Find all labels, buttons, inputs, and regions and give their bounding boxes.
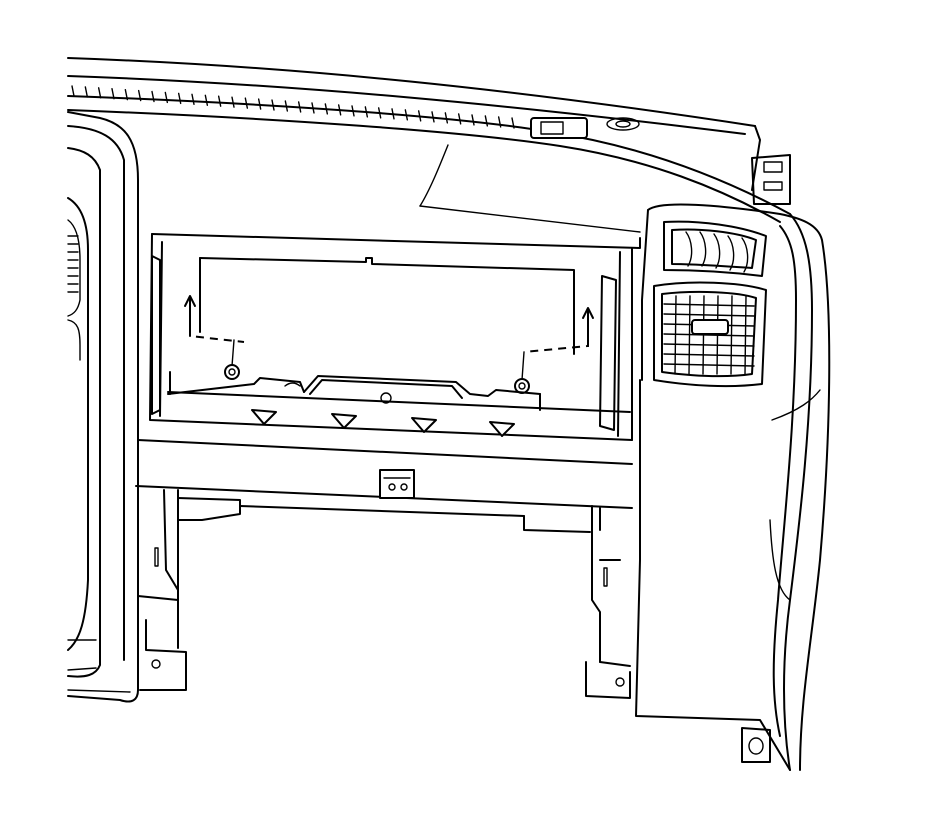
right-support-leg	[585, 505, 631, 699]
right-upper-bracket	[751, 154, 791, 205]
upper-vent-louver	[663, 220, 767, 277]
vent-horizontal-slat	[663, 303, 755, 307]
defroster-rib	[111, 88, 115, 100]
defroster-rib	[97, 87, 102, 99]
dash-sensor-clip	[530, 117, 640, 139]
defroster-rib	[284, 100, 289, 112]
left-cluster-grill	[67, 235, 79, 293]
defroster-rib	[431, 111, 435, 123]
defroster-rib	[484, 115, 489, 127]
vent-horizontal-slat	[663, 353, 755, 357]
defroster-rib	[244, 97, 249, 109]
defroster-rib	[71, 85, 75, 97]
latch-arrows	[184, 295, 594, 347]
defroster-rib	[257, 98, 262, 110]
defroster-rib	[351, 105, 355, 117]
glove-box-stop-outline	[189, 300, 589, 353]
defroster-rib	[471, 114, 475, 126]
defroster-rib	[84, 86, 89, 98]
defroster-rib	[164, 91, 169, 104]
defroster-rib	[337, 104, 342, 116]
right-side-panel	[635, 203, 831, 771]
defroster-rib	[511, 117, 515, 129]
defroster-rib	[497, 116, 502, 128]
lower-vent-grille	[653, 281, 767, 388]
vent-horizontal-slat	[663, 363, 755, 367]
vent-horizontal-slat	[663, 343, 755, 347]
defroster-rib	[217, 95, 222, 107]
glove-box-lip-tabs	[251, 409, 515, 437]
left-cluster-bezel	[67, 111, 139, 703]
vent-vertical-vane	[688, 295, 691, 375]
glove-box-bolt-right	[514, 351, 530, 394]
defroster-rib	[391, 108, 395, 120]
glove-box-bolt-left	[224, 339, 240, 380]
defroster-rib	[124, 88, 129, 101]
defroster-rib	[204, 94, 209, 106]
defroster-vent-ribs	[71, 85, 515, 129]
defroster-rib	[444, 112, 449, 124]
defroster-rib	[311, 102, 315, 114]
glove-box-opening	[149, 233, 641, 441]
defroster-rib	[297, 101, 302, 113]
defroster-rib	[404, 109, 409, 121]
dash-top-pad	[67, 57, 791, 233]
defroster-rib	[271, 99, 275, 111]
defroster-rib	[177, 92, 182, 105]
defroster-rib	[377, 107, 382, 119]
defroster-rib	[417, 110, 422, 122]
vent-vertical-vane	[744, 295, 747, 375]
glove-box-latch-striker	[167, 371, 541, 411]
defroster-rib	[231, 96, 235, 108]
defroster-rib	[137, 89, 142, 102]
vent-vertical-vane	[674, 295, 677, 375]
left-support-leg	[137, 487, 187, 691]
beam-center-bracket	[379, 469, 415, 499]
defroster-rib	[151, 90, 155, 103]
defroster-rib	[364, 106, 369, 118]
defroster-rib	[457, 113, 462, 125]
vent-horizontal-slat	[663, 313, 755, 317]
defroster-rib	[324, 103, 329, 115]
defroster-rib	[191, 93, 195, 106]
vent-vertical-vane	[730, 295, 733, 375]
